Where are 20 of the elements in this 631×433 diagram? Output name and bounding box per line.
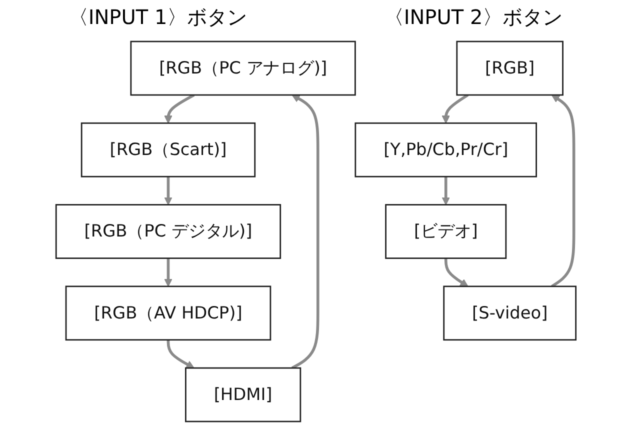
- node-box: [HDMI]: [184, 367, 301, 422]
- node-box: [RGB]: [456, 40, 564, 96]
- arrow: [550, 94, 575, 288]
- arrow: [441, 176, 450, 206]
- node-box: [Y,Pb/Cb,Pr/Cr]: [354, 122, 537, 178]
- node-box: [ビデオ]: [384, 204, 506, 259]
- node-box: [RGB（AV HDCP)]: [64, 286, 271, 341]
- arrow: [290, 94, 319, 370]
- node-box: [S-video]: [442, 286, 576, 341]
- column-heading: 〈INPUT 1〉ボタン: [68, 4, 248, 30]
- arrow: [444, 258, 468, 287]
- node-box: [RGB（Scart)]: [80, 122, 256, 178]
- arrow: [164, 94, 194, 124]
- arrow: [441, 94, 468, 124]
- arrow: [166, 340, 194, 368]
- node-box: [RGB（PC アナログ)]: [130, 40, 356, 96]
- column-heading: 〈INPUT 2〉ボタン: [384, 4, 563, 30]
- node-box: [RGB（PC デジタル)]: [54, 204, 281, 259]
- arrow: [164, 176, 172, 206]
- arrow: [164, 258, 172, 287]
